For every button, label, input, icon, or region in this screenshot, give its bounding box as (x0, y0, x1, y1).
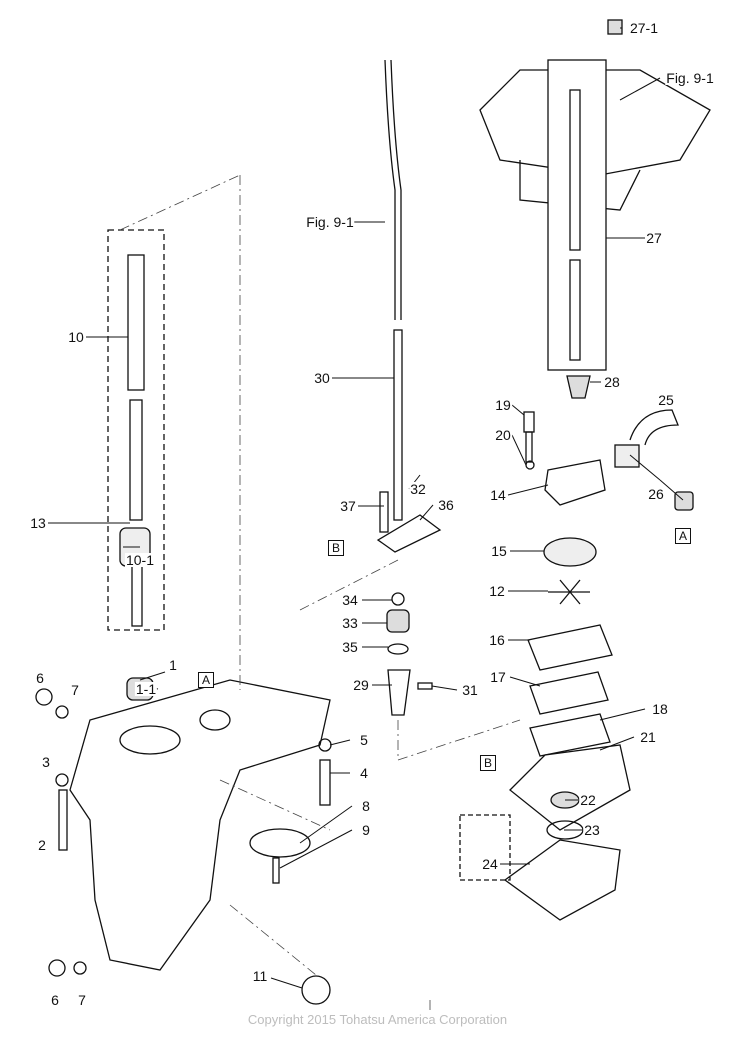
part-label-34: 34 (341, 592, 359, 608)
part-label-21: 21 (639, 729, 657, 745)
part-label-26: 26 (647, 486, 665, 502)
part-label-28: 28 (603, 374, 621, 390)
part-label-33: 33 (341, 615, 359, 631)
drive-shaft (107, 229, 165, 631)
part-label-32: 32 (409, 481, 427, 497)
part-label-19: 19 (494, 397, 512, 413)
part-label-22: 22 (579, 792, 597, 808)
part-label-3: 3 (41, 754, 51, 770)
shift-rod (384, 59, 403, 521)
reference-marker-b: B (327, 540, 345, 556)
part-label-31: 31 (461, 682, 479, 698)
part-label-4: 4 (359, 765, 369, 781)
part-label-10-1: 10-1 (124, 552, 156, 568)
part-label-9: 9 (361, 822, 371, 838)
part-label-2: 2 (37, 837, 47, 853)
part-label-37: 37 (339, 498, 357, 514)
part-label-14: 14 (489, 487, 507, 503)
part-label-27: 27 (645, 230, 663, 246)
part-label-29: 29 (352, 677, 370, 693)
part-label-11: 11 (251, 968, 269, 984)
gear-case (69, 677, 331, 971)
figure-reference: Fig. 9-1 (665, 70, 715, 86)
part-label-15: 15 (490, 543, 508, 559)
part-label-20: 20 (494, 427, 512, 443)
reference-marker-a: A (197, 672, 215, 688)
figure-reference: Fig. 9-1 (305, 214, 355, 230)
part-label-6: 6 (35, 670, 45, 686)
part-label-23: 23 (583, 822, 601, 838)
part-label-7: 7 (70, 682, 80, 698)
part-label-17: 17 (489, 669, 507, 685)
part-label-16: 16 (488, 632, 506, 648)
part-label-1-1: 1-1 (134, 681, 158, 697)
copyright-notice: Copyright 2015 Tohatsu America Corporati… (247, 1012, 508, 1027)
reference-marker-b: B (479, 755, 497, 771)
part-label-35: 35 (341, 639, 359, 655)
part-label-13: 13 (29, 515, 47, 531)
part-label-1: 1 (168, 657, 178, 673)
part-label-24: 24 (481, 856, 499, 872)
part-label-18: 18 (651, 701, 669, 717)
part-label-30: 30 (313, 370, 331, 386)
part-label-10: 10 (67, 329, 85, 345)
part-label-5: 5 (359, 732, 369, 748)
part-label-12: 12 (488, 583, 506, 599)
part-label-36: 36 (437, 497, 455, 513)
part-label-27-1: 27-1 (628, 20, 660, 36)
part-label-8: 8 (361, 798, 371, 814)
part-label-25: 25 (657, 392, 675, 408)
reference-marker-a: A (674, 528, 692, 544)
part-label-6: 6 (50, 992, 60, 1008)
part-label-7: 7 (77, 992, 87, 1008)
